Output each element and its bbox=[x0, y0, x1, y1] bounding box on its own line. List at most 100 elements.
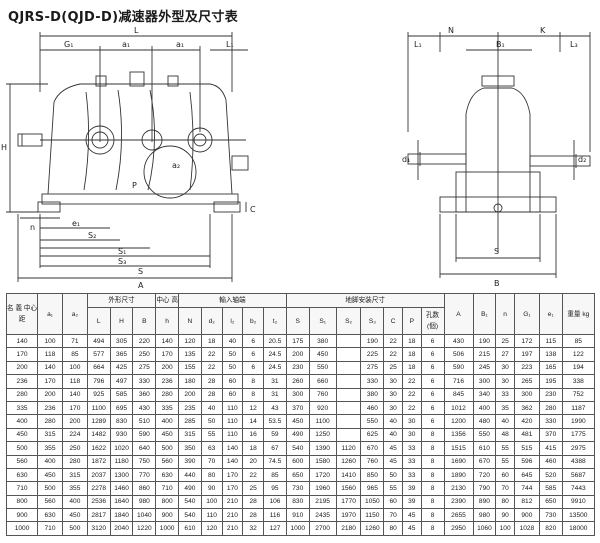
table-cell: 6 bbox=[242, 360, 265, 376]
table-cell: 800 bbox=[155, 494, 180, 510]
table-cell: 625 bbox=[360, 427, 385, 443]
th-d2: d₂ bbox=[200, 307, 223, 335]
table-cell: 18 bbox=[401, 347, 422, 362]
table-cell: 1840 bbox=[109, 508, 134, 523]
table-cell: 400 bbox=[472, 400, 497, 416]
table-cell: 520 bbox=[538, 467, 563, 483]
table-cell: 22 bbox=[401, 374, 422, 389]
table-cell: 20.5 bbox=[263, 333, 287, 349]
table-cell: 2180 bbox=[335, 521, 362, 536]
table-cell: 22 bbox=[200, 360, 223, 376]
table-cell: 170 bbox=[37, 374, 63, 389]
table-cell: 8 bbox=[420, 481, 445, 496]
label-d1: d₁ bbox=[402, 155, 410, 164]
table-cell: 330 bbox=[538, 414, 563, 429]
table-cell: 490 bbox=[285, 427, 310, 443]
table-cell: 170 bbox=[221, 467, 244, 483]
table-cell: 550 bbox=[360, 414, 385, 429]
table-cell: 9910 bbox=[561, 494, 596, 510]
table-cell: 25 bbox=[495, 333, 515, 349]
table-cell: 3120 bbox=[86, 521, 111, 536]
label-S: S bbox=[138, 267, 143, 276]
table-cell: 210 bbox=[221, 508, 244, 523]
table-cell: 1960 bbox=[308, 481, 337, 496]
table-cell: 100 bbox=[37, 333, 63, 349]
table-cell: 340 bbox=[472, 387, 497, 402]
table-cell: 1560 bbox=[335, 481, 362, 496]
table-cell: 350 bbox=[178, 441, 202, 456]
table-cell: 720 bbox=[472, 467, 497, 483]
table-cell: 730 bbox=[538, 508, 563, 523]
table-cell: 280 bbox=[5, 387, 39, 402]
table-cell: 30 bbox=[495, 374, 515, 389]
table-cell: 200 bbox=[5, 360, 39, 376]
table-cell: 330 bbox=[132, 374, 157, 389]
label-A: A bbox=[138, 281, 144, 290]
table-cell: 100 bbox=[61, 360, 88, 376]
table-cell: 500 bbox=[61, 521, 88, 536]
table-cell: 16 bbox=[242, 427, 265, 443]
table-cell: 1060 bbox=[472, 521, 497, 536]
table-cell: 170 bbox=[155, 347, 180, 362]
table-cell: 6 bbox=[420, 333, 445, 349]
th-e1: e₁ bbox=[538, 293, 563, 335]
label-L: L bbox=[134, 26, 139, 35]
table-cell: 74.5 bbox=[263, 454, 287, 469]
table-cell: 225 bbox=[360, 347, 385, 362]
table-cell: 40 bbox=[495, 414, 515, 429]
table-cell: 900 bbox=[513, 508, 540, 523]
table-cell: 80 bbox=[383, 521, 403, 536]
th-B: B bbox=[132, 307, 157, 335]
table-cell: 14 bbox=[242, 414, 265, 429]
table-cell: 70 bbox=[495, 481, 515, 496]
table-cell: 30 bbox=[383, 400, 403, 416]
table-cell: 1000 bbox=[285, 521, 310, 536]
table-cell: 300 bbox=[513, 387, 540, 402]
table-cell: 220 bbox=[132, 333, 157, 349]
table-cell: 236 bbox=[155, 374, 180, 389]
table-cell: 506 bbox=[443, 347, 474, 362]
table-cell: 400 bbox=[61, 494, 88, 510]
table-cell: 8 bbox=[420, 521, 445, 536]
table-cell: 7443 bbox=[561, 481, 596, 496]
th-weight: 重量 kg bbox=[561, 293, 596, 335]
table-cell: 355 bbox=[37, 441, 63, 456]
table-cell: 1970 bbox=[335, 508, 362, 523]
table-cell: 28 bbox=[200, 374, 223, 389]
table-cell: 13500 bbox=[561, 508, 596, 523]
table-cell: 1460 bbox=[109, 481, 134, 496]
table-cell: 660 bbox=[308, 374, 337, 389]
table-cell: 55 bbox=[495, 454, 515, 469]
table-cell: 335 bbox=[155, 400, 180, 416]
table-cell: 590 bbox=[132, 427, 157, 443]
table-cell: 265 bbox=[513, 374, 540, 389]
table-cell: 830 bbox=[285, 494, 310, 510]
table-cell: 1028 bbox=[513, 521, 540, 536]
th-shaft: 輸入轴端 bbox=[178, 293, 287, 308]
table-cell: 750 bbox=[132, 454, 157, 469]
table-cell: 22 bbox=[401, 387, 422, 402]
table-cell: 1300 bbox=[109, 467, 134, 483]
table-cell: 494 bbox=[86, 333, 111, 349]
table-cell: 260 bbox=[285, 374, 310, 389]
table-cell: 43 bbox=[263, 400, 287, 416]
table-cell: 585 bbox=[538, 481, 563, 496]
table-cell: 118 bbox=[61, 374, 88, 389]
table-cell: 820 bbox=[538, 521, 563, 536]
table-cell: 110 bbox=[221, 427, 244, 443]
table-cell: 415 bbox=[538, 441, 563, 456]
table-cell: 115 bbox=[538, 333, 563, 349]
table-cell: 39 bbox=[401, 494, 422, 510]
table-cell: 33 bbox=[401, 454, 422, 469]
table-cell: 450 bbox=[155, 427, 180, 443]
table-cell: 138 bbox=[538, 347, 563, 362]
table-cell: 70 bbox=[200, 454, 223, 469]
table-cell: 440 bbox=[178, 467, 202, 483]
table-cell: 500 bbox=[37, 481, 63, 496]
table-cell: 223 bbox=[513, 360, 540, 376]
table-cell: 830 bbox=[109, 414, 134, 429]
table-cell: 1050 bbox=[360, 494, 385, 510]
table-cell: 45 bbox=[383, 441, 403, 456]
table-cell: 1775 bbox=[561, 427, 596, 443]
